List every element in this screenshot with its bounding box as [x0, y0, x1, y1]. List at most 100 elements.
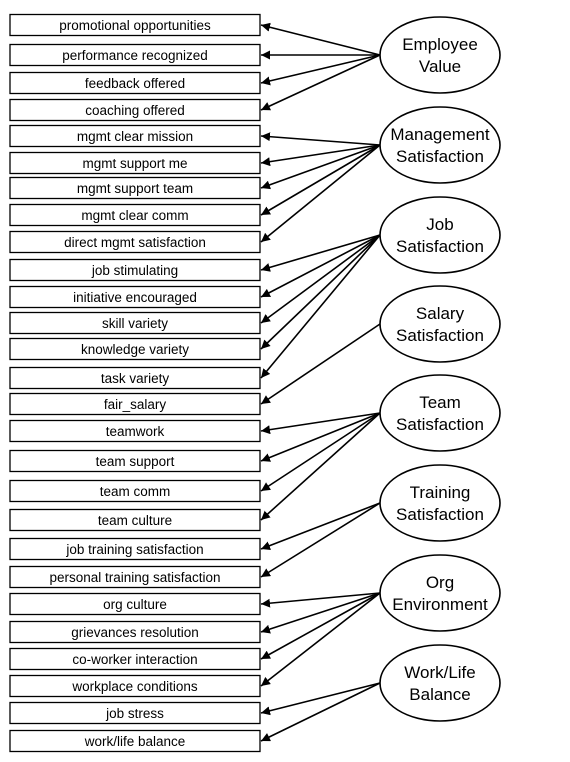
- indicator-co-worker-interaction: co-worker interaction: [9, 647, 261, 671]
- indicator-label: fair_salary: [104, 397, 167, 412]
- indicator-label: co-worker interaction: [72, 652, 197, 667]
- indicator-box: [9, 366, 261, 390]
- factor-label: Balance: [409, 685, 470, 704]
- indicator-knowledge-variety: knowledge variety: [9, 337, 261, 361]
- arrow-team-satisfaction-to-team-comm: [260, 412, 381, 492]
- indicator-box: [9, 392, 261, 416]
- indicator-label: grievances resolution: [71, 625, 199, 640]
- indicator-box: [9, 71, 261, 95]
- indicator-label: mgmt support me: [82, 156, 187, 171]
- arrow-employee-value-to-coaching-offered: [260, 54, 381, 111]
- indicator-promotional-opportunities: promotional opportunities: [9, 13, 261, 37]
- factor-label: Management: [390, 125, 490, 144]
- indicator-workplace-conditions: workplace conditions: [9, 674, 261, 698]
- indicator-teamwork: teamwork: [9, 419, 261, 443]
- factor-label: Org: [426, 573, 454, 592]
- indicator-box: [9, 151, 261, 175]
- indicator-work-life-balance: work/life balance: [9, 729, 261, 753]
- indicator-box: [9, 479, 261, 503]
- factor-label: Satisfaction: [396, 505, 484, 524]
- indicator-job-stress: job stress: [9, 701, 261, 725]
- factor-label: Satisfaction: [396, 237, 484, 256]
- factor-ellipse: [379, 285, 501, 363]
- factor-ellipse: [379, 16, 501, 94]
- indicator-box: [9, 98, 261, 122]
- arrow-team-satisfaction-to-teamwork: [260, 412, 381, 435]
- indicator-box: [9, 124, 261, 148]
- factor-ellipse: [379, 196, 501, 274]
- arrow-employee-value-to-promotional-opportunities: [260, 22, 381, 56]
- indicator-label: org culture: [103, 597, 167, 612]
- arrow-org-environment-to-grievances-resolution: [260, 592, 381, 634]
- indicator-box: [9, 729, 261, 753]
- indicator-coaching-offered: coaching offered: [9, 98, 261, 122]
- factor-label: Team: [419, 393, 461, 412]
- factor-label: Satisfaction: [396, 147, 484, 166]
- arrow-management-satisfaction-to-mgmt-clear-comm: [260, 144, 381, 216]
- arrow-training-satisfaction-to-job-training-satisfaction: [260, 502, 381, 550]
- indicator-box: [9, 620, 261, 644]
- arrow-org-environment-to-workplace-conditions: [260, 592, 381, 687]
- indicator-label: team comm: [100, 484, 171, 499]
- indicator-mgmt-clear-mission: mgmt clear mission: [9, 124, 261, 148]
- indicator-label: job stress: [105, 706, 164, 721]
- indicator-label: knowledge variety: [81, 342, 189, 357]
- indicator-label: direct mgmt satisfaction: [64, 235, 206, 250]
- arrow-org-environment-to-co-worker-interaction: [260, 592, 381, 660]
- indicator-skill-variety: skill variety: [9, 311, 261, 335]
- arrow-salary-satisfaction-to-fair-salary: [260, 323, 381, 405]
- indicator-box: [9, 203, 261, 227]
- arrow-work-life-balance-to-work-life-balance: [260, 682, 381, 742]
- indicator-label: work/life balance: [84, 734, 186, 749]
- indicator-label: feedback offered: [85, 76, 185, 91]
- indicator-box: [9, 647, 261, 671]
- indicator-label: teamwork: [106, 424, 165, 439]
- indicator-feedback-offered: feedback offered: [9, 71, 261, 95]
- arrow-management-satisfaction-to-mgmt-support-me: [260, 144, 381, 167]
- arrow-management-satisfaction-to-direct-mgmt-satisfaction: [260, 144, 381, 243]
- indicator-box: [9, 43, 261, 67]
- indicator-fair-salary: fair_salary: [9, 392, 261, 416]
- indicator-label: task variety: [101, 371, 170, 386]
- indicator-box: [9, 230, 261, 254]
- indicator-box: [9, 592, 261, 616]
- indicator-mgmt-support-me: mgmt support me: [9, 151, 261, 175]
- factor-ellipse: [379, 374, 501, 452]
- arrow-training-satisfaction-to-personal-training-satisfaction: [260, 502, 381, 578]
- arrow-management-satisfaction-to-mgmt-clear-mission: [260, 132, 381, 146]
- factor-label: Salary: [416, 304, 465, 323]
- arrow-team-satisfaction-to-team-support: [260, 412, 381, 462]
- arrow-employee-value-to-feedback-offered: [260, 54, 381, 86]
- indicator-job-training-satisfaction: job training satisfaction: [9, 537, 261, 561]
- indicator-box: [9, 176, 261, 200]
- arrow-org-environment-to-org-culture: [260, 592, 381, 608]
- indicator-box: [9, 449, 261, 473]
- indicator-box: [9, 258, 261, 282]
- indicator-team-culture: team culture: [9, 508, 261, 532]
- indicator-label: job stimulating: [91, 263, 178, 278]
- indicator-task-variety: task variety: [9, 366, 261, 390]
- factor-ellipses: EmployeeValueManagementSatisfactionJobSa…: [379, 16, 501, 722]
- factor-label: Environment: [392, 595, 488, 614]
- indicator-box: [9, 508, 261, 532]
- arrow-job-satisfaction-to-knowledge-variety: [260, 234, 381, 350]
- arrow-work-life-balance-to-job-stress: [260, 682, 381, 716]
- indicator-job-stimulating: job stimulating: [9, 258, 261, 282]
- factor-label: Value: [419, 57, 461, 76]
- indicator-label: initiative encouraged: [73, 290, 197, 305]
- indicator-label: promotional opportunities: [59, 18, 211, 33]
- arrow-job-satisfaction-to-initiative-encouraged: [260, 234, 381, 298]
- factor-label: Employee: [402, 35, 478, 54]
- arrow-job-satisfaction-to-task-variety: [260, 234, 381, 379]
- indicator-mgmt-clear-comm: mgmt clear comm: [9, 203, 261, 227]
- indicator-grievances-resolution: grievances resolution: [9, 620, 261, 644]
- factor-label: Training: [410, 483, 471, 502]
